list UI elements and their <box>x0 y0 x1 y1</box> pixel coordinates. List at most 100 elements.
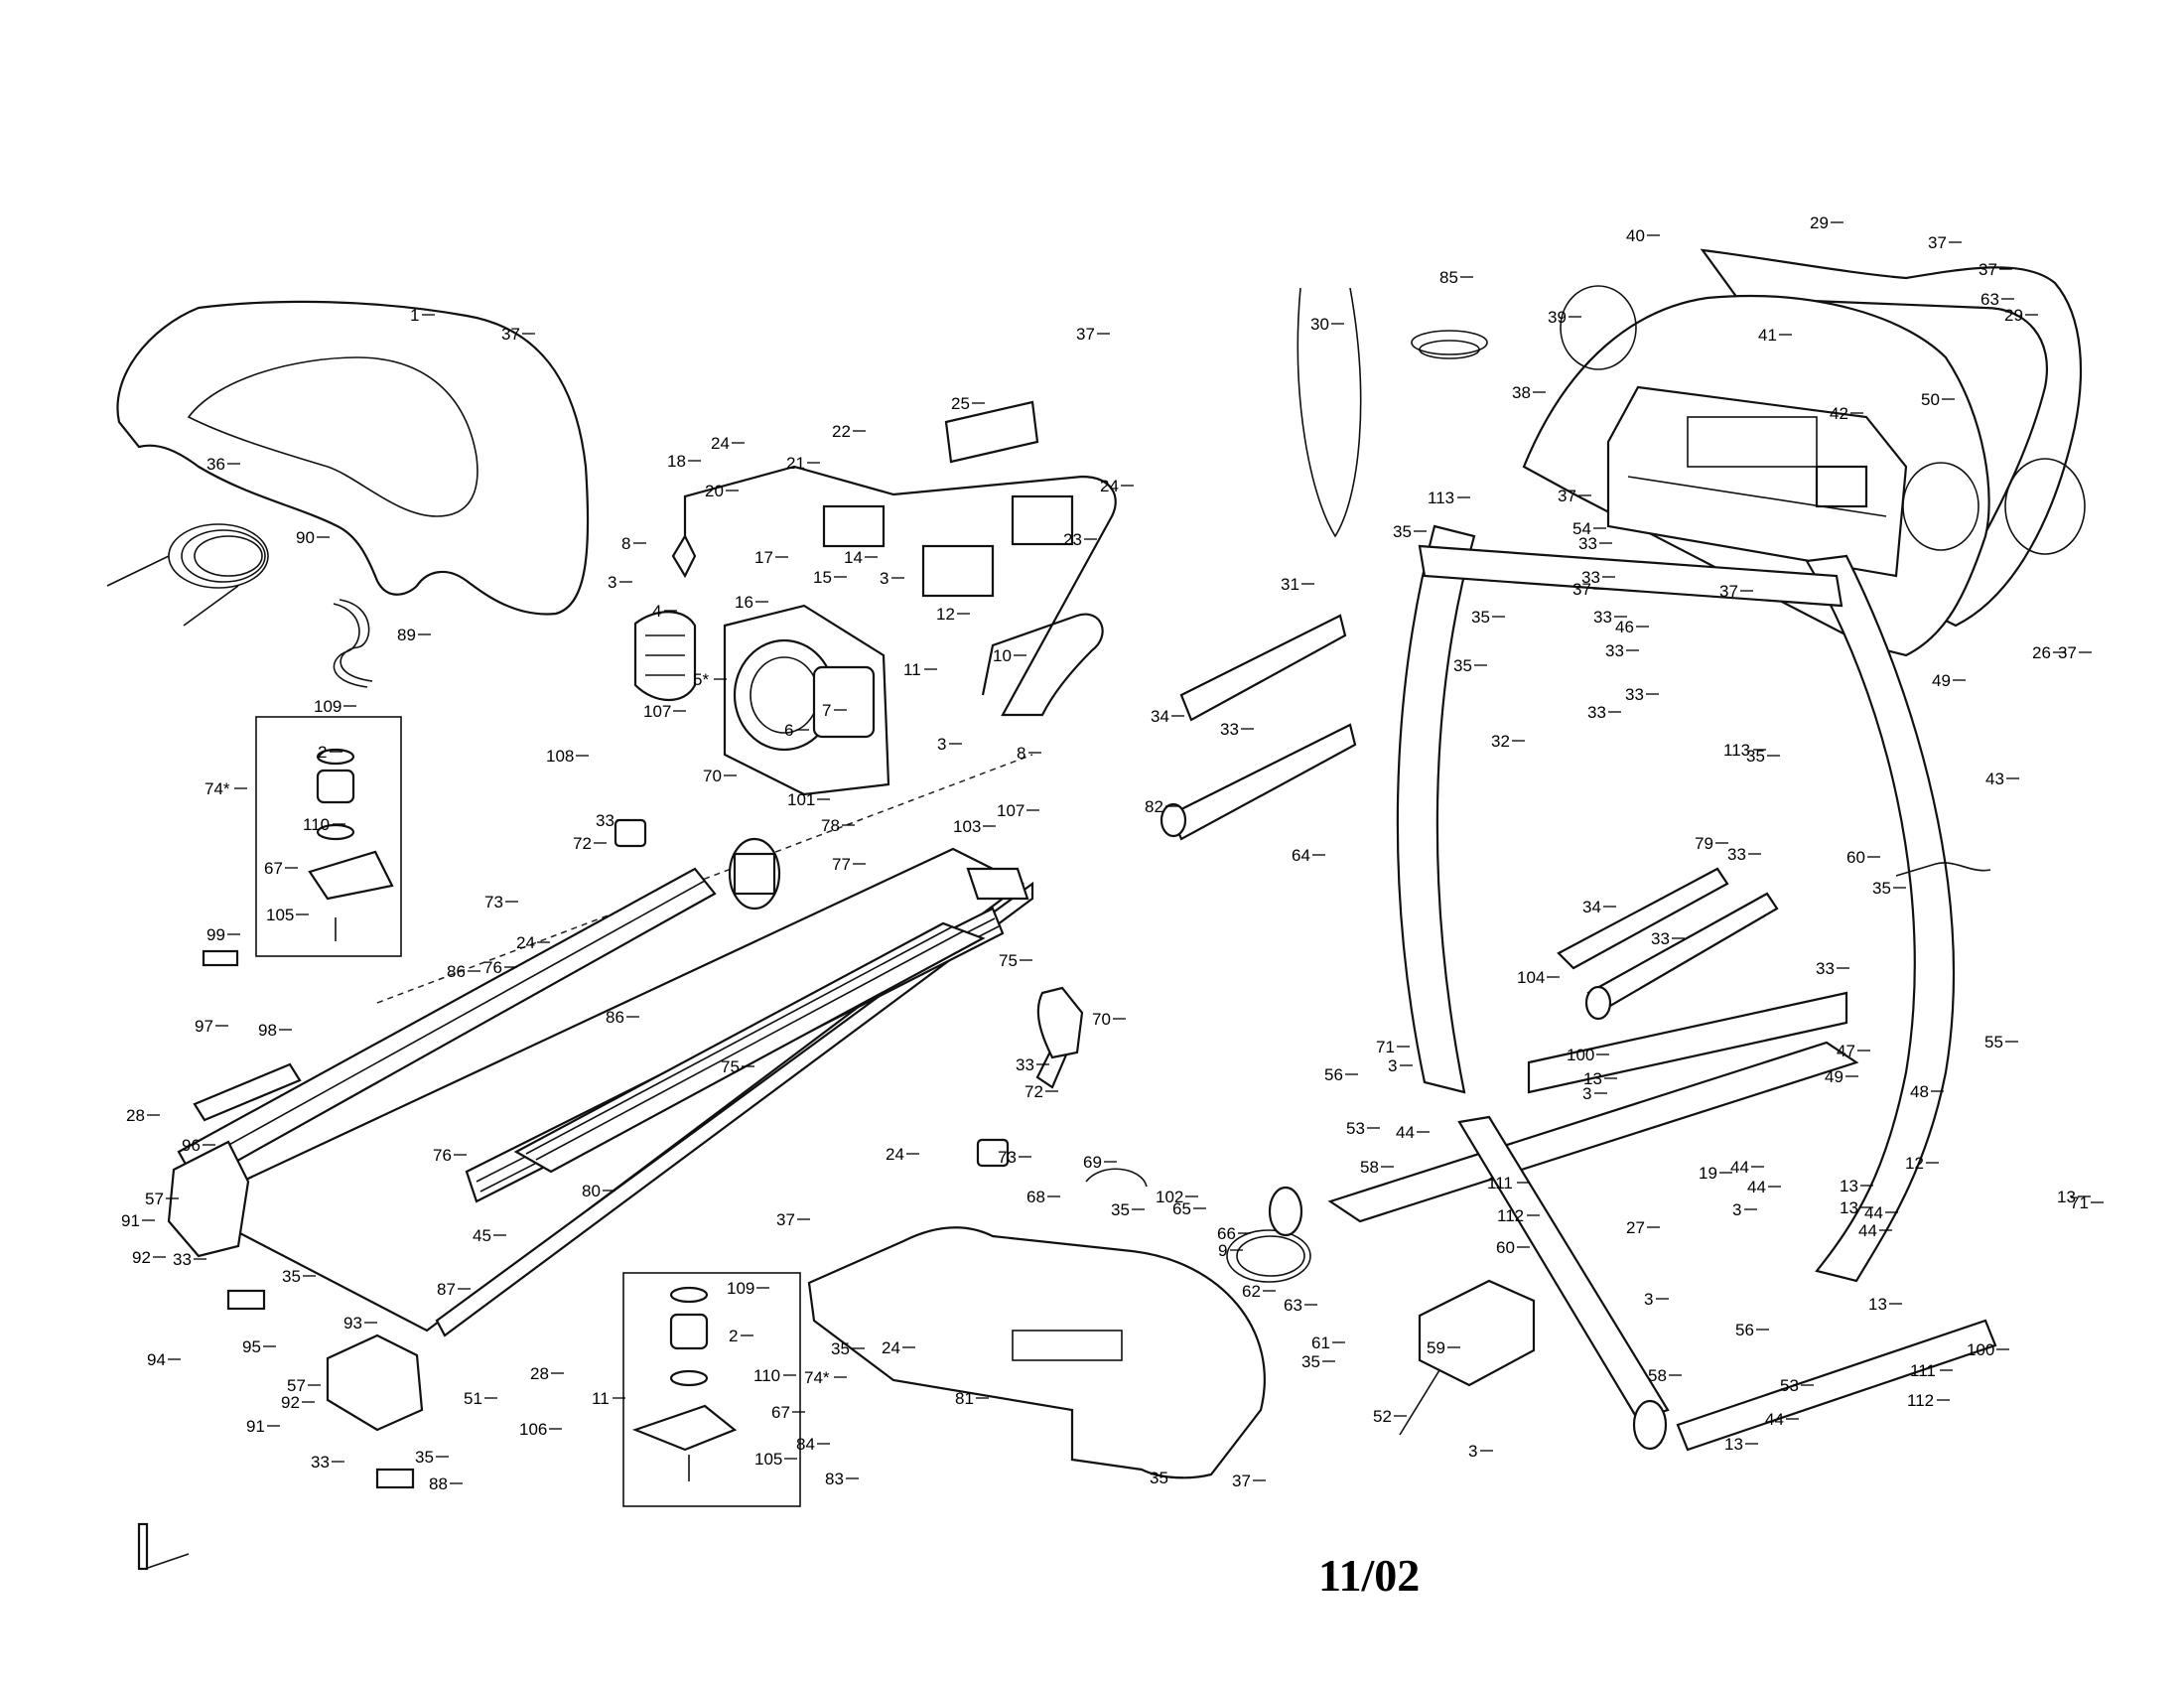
wire-coil <box>106 523 269 627</box>
part-callout: 35 <box>1471 608 1490 627</box>
crossbar <box>1418 544 1843 608</box>
part-callout: 47 <box>1837 1042 1855 1060</box>
part-callout: 3 <box>937 735 946 754</box>
part-callout: 13 <box>1840 1198 1858 1217</box>
part-callout: 9 <box>1218 1241 1227 1260</box>
part-callout: 44 <box>1858 1221 1877 1240</box>
part-callout: 39 <box>1548 308 1567 327</box>
part-callout: 90 <box>296 528 315 547</box>
part-callout: 3 <box>1468 1442 1477 1461</box>
drive-belt <box>633 611 697 701</box>
part-callout: 3 <box>1388 1056 1397 1075</box>
isolator-inset-box-2 <box>622 1272 801 1507</box>
part-callout: 15 <box>813 568 832 587</box>
part-callout: 111 <box>1487 1174 1513 1193</box>
part-callout: 91 <box>121 1211 140 1230</box>
part-callout: 112 <box>1497 1206 1524 1225</box>
part-callout: 107 <box>643 702 671 721</box>
part-callout: 87 <box>437 1280 456 1299</box>
part-callout: 13 <box>1868 1295 1887 1314</box>
part-callout: 37 <box>2058 643 2077 662</box>
part-callout: 40 <box>1626 226 1645 245</box>
part-callout: 110 <box>303 815 330 834</box>
part-callout: 33 <box>596 811 614 830</box>
part-callout: 50 <box>1921 390 1940 409</box>
part-callout: 12 <box>936 605 955 624</box>
part-callout: 70 <box>703 767 722 785</box>
part-callout: 113 <box>1428 489 1454 507</box>
part-callout: 33 <box>1605 641 1624 660</box>
drive-motor-box <box>723 604 890 796</box>
part-callout: 69 <box>1083 1153 1102 1172</box>
part-callout: 8 <box>621 534 630 553</box>
part-callout: 82 <box>1145 797 1163 816</box>
part-callout: 33 <box>1625 685 1644 704</box>
part-callout: 33 <box>1578 534 1597 553</box>
part-callout: 21 <box>786 454 805 473</box>
part-callout: 61 <box>1311 1333 1330 1352</box>
part-callout: 43 <box>1985 770 2004 788</box>
wheels <box>1268 1186 1668 1451</box>
part-callout: 41 <box>1758 326 1777 345</box>
part-callout: 86 <box>447 962 466 981</box>
part-callout: 99 <box>206 925 225 944</box>
part-callout: 51 <box>464 1389 482 1408</box>
part-callout: 91 <box>246 1417 265 1436</box>
part-callout: 3 <box>1732 1200 1741 1219</box>
part-callout: 3 <box>608 573 616 592</box>
part-callout: 37 <box>1076 325 1095 344</box>
part-callout: 67 <box>264 859 283 878</box>
part-callout: 33 <box>1016 1055 1034 1074</box>
part-callout: 37 <box>1928 233 1947 252</box>
part-callout: 57 <box>287 1376 306 1395</box>
part-callout: 92 <box>281 1393 300 1412</box>
part-callout: 24 <box>882 1338 900 1357</box>
part-callout: 13 <box>1583 1069 1602 1088</box>
part-callout: 35 <box>1872 879 1891 898</box>
part-callout: 4 <box>652 602 661 621</box>
part-callout: 107 <box>997 801 1024 820</box>
motor-hood <box>116 300 590 616</box>
part-callout: 64 <box>1292 846 1310 865</box>
part-callout: 106 <box>519 1420 547 1439</box>
part-callout: 35 <box>1150 1469 1168 1487</box>
part-callout: 33 <box>1220 720 1239 739</box>
part-callout: 5* <box>693 670 709 689</box>
part-callout: 88 <box>429 1474 448 1493</box>
part-callout: 109 <box>727 1279 754 1298</box>
part-callout: 94 <box>147 1350 166 1369</box>
part-callout: 71 <box>1376 1038 1395 1056</box>
part-callout: 27 <box>1626 1218 1645 1237</box>
part-callout: 63 <box>1284 1296 1302 1315</box>
part-callout: 70 <box>1092 1010 1111 1029</box>
part-callout: 12 <box>1905 1154 1924 1173</box>
part-callout: 7 <box>822 701 831 720</box>
part-callout: 57 <box>145 1190 164 1208</box>
part-callout: 104 <box>1517 968 1545 987</box>
part-callout: 68 <box>1026 1188 1045 1206</box>
part-callout: 95 <box>242 1337 261 1356</box>
part-callout: 109 <box>314 697 341 716</box>
walking-deck <box>186 754 1034 1337</box>
part-callout: 24 <box>886 1145 904 1164</box>
part-callout: 48 <box>1910 1082 1929 1101</box>
part-callout: 29 <box>2004 306 2023 325</box>
part-callout: 14 <box>844 548 863 567</box>
base-frame <box>1327 991 1997 1452</box>
part-callout: 92 <box>132 1248 151 1267</box>
part-callout: 38 <box>1512 383 1531 402</box>
part-callout: 80 <box>582 1182 601 1200</box>
part-callout: 97 <box>195 1017 213 1036</box>
part-callout: 11 <box>592 1389 610 1408</box>
part-callout: 28 <box>126 1106 145 1125</box>
part-callout: 35 <box>1453 656 1472 675</box>
isolator-inset-box <box>255 716 402 957</box>
part-callout: 105 <box>266 906 294 924</box>
part-callout: 8 <box>1017 744 1025 763</box>
part-callout: 35 <box>1746 747 1765 766</box>
part-callout: 13 <box>1724 1435 1743 1454</box>
part-callout: 10 <box>993 646 1012 665</box>
part-callout: 49 <box>1932 671 1951 690</box>
part-callout: 11 <box>903 660 921 679</box>
front-roller <box>728 837 781 911</box>
